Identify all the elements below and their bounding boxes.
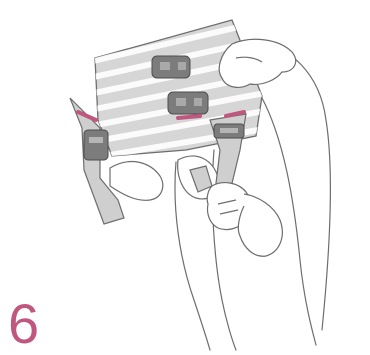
middle-buckle-icon xyxy=(168,92,208,118)
lower-hands xyxy=(207,183,282,257)
upper-hand xyxy=(219,39,295,87)
left-buckle-icon xyxy=(84,130,108,160)
upper-buckle-icon xyxy=(152,56,190,78)
step-number: 6 xyxy=(8,296,39,352)
